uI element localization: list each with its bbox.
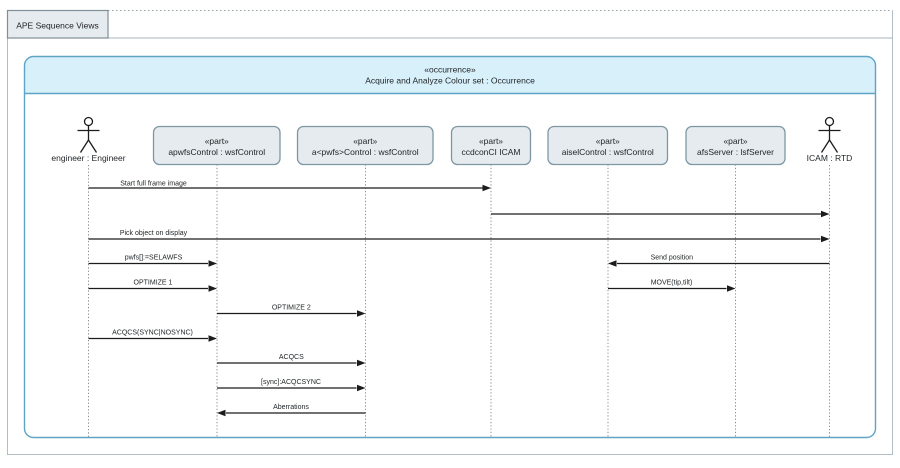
svg-text:Pick object on display: Pick object on display (120, 230, 188, 237)
svg-text:ACQCS: ACQCS (279, 354, 304, 361)
svg-text:APE Sequence Views: APE Sequence Views (16, 21, 99, 31)
svg-text:engineer : Engineer: engineer : Engineer (51, 153, 125, 163)
svg-text:«part»: «part» (723, 136, 747, 146)
svg-text:Acquire and Analyze Colour set: Acquire and Analyze Colour set : Occurre… (365, 76, 535, 86)
svg-text:a<pwfs>Control : wsfControl: a<pwfs>Control : wsfControl (312, 147, 419, 157)
svg-text:Start full frame image: Start full frame image (120, 181, 187, 188)
svg-text:«part»: «part» (596, 136, 620, 146)
svg-text:OPTIMIZE 2: OPTIMIZE 2 (272, 305, 311, 312)
svg-text:«part»: «part» (205, 136, 229, 146)
svg-text:«part»: «part» (479, 136, 503, 146)
svg-text:[sync]:ACQCSYNC: [sync]:ACQCSYNC (261, 379, 321, 386)
svg-text:Send position: Send position (651, 255, 694, 262)
svg-text:«part»: «part» (353, 136, 377, 146)
svg-text:MOVE(tip,tilt): MOVE(tip,tilt) (651, 280, 693, 287)
svg-text:aiselControl : wsfControl: aiselControl : wsfControl (562, 147, 654, 157)
svg-text:«occurrence»: «occurrence» (424, 65, 476, 75)
svg-text:OPTIMIZE 1: OPTIMIZE 1 (134, 280, 173, 287)
svg-text:apwfsControl : wsfControl: apwfsControl : wsfControl (168, 147, 265, 157)
svg-text:pwfs[]:=SELAWFS: pwfs[]:=SELAWFS (125, 255, 183, 262)
svg-text:ccdconCI ICAM: ccdconCI ICAM (461, 147, 520, 157)
svg-text:ICAM : RTD: ICAM : RTD (807, 153, 853, 163)
svg-text:Aberrations: Aberrations (273, 404, 309, 411)
svg-text:afsServer : lsfServer: afsServer : lsfServer (697, 147, 774, 157)
svg-text:ACQCS(SYNC|NOSYNC): ACQCS(SYNC|NOSYNC) (112, 330, 193, 337)
